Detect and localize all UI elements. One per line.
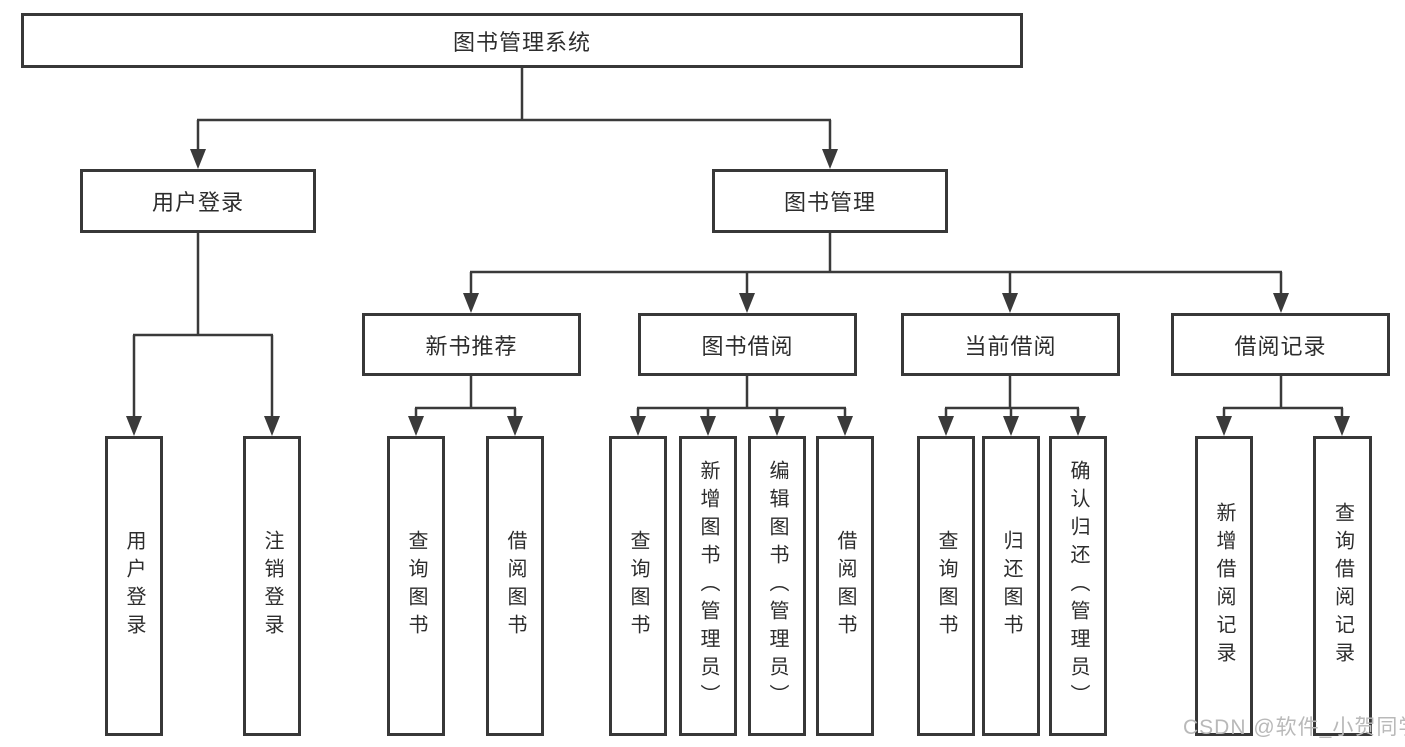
leaf-bb-edit-books-admin: 编辑图书（管理员） [748, 436, 806, 736]
node-label: 借阅图书 [504, 530, 526, 642]
node-label: 新增图书（管理员） [697, 460, 719, 712]
leaf-cb-confirm-return-admin: 确认归还（管理员） [1049, 436, 1107, 736]
node-library-management-system: 图书管理系统 [21, 13, 1023, 68]
leaf-cb-query-books: 查询图书 [917, 436, 975, 736]
leaf-br-add-record: 新增借阅记录 [1195, 436, 1253, 736]
node-label: 借阅记录 [1234, 333, 1327, 359]
leaf-br-query-record: 查询借阅记录 [1313, 436, 1372, 736]
node-label: 图书管理 [783, 190, 876, 215]
node-label: 图书管理系统 [452, 29, 591, 55]
leaf-nb-borrow-books: 借阅图书 [486, 436, 544, 736]
node-label: 查询借阅记录 [1331, 502, 1354, 670]
node-label: 归还图书 [1000, 530, 1022, 642]
leaf-cb-return-books: 归还图书 [982, 436, 1040, 736]
node-label: 新增借阅记录 [1213, 502, 1235, 670]
node-book-borrowing: 图书借阅 [638, 313, 857, 376]
leaf-bb-borrow-books: 借阅图书 [816, 436, 874, 736]
node-user-login: 用户登录 [80, 169, 316, 233]
leaf-bb-query-books: 查询图书 [609, 436, 667, 736]
csdn-watermark: CSDN @软件_小贺同学 [1183, 716, 1405, 739]
node-label: 确认归还（管理员） [1067, 460, 1089, 712]
node-book-management: 图书管理 [712, 169, 948, 233]
node-current-borrowing: 当前借阅 [901, 313, 1120, 376]
leaf-bb-add-books-admin: 新增图书（管理员） [679, 436, 737, 736]
node-label: 注销登录 [261, 530, 283, 642]
node-label: 查询图书 [627, 530, 649, 642]
node-label: 编辑图书（管理员） [766, 460, 788, 712]
node-label: 用户登录 [151, 190, 244, 215]
node-borrowing-records: 借阅记录 [1171, 313, 1390, 376]
node-label: 当前借阅 [964, 333, 1057, 359]
node-label: 用户登录 [123, 530, 145, 642]
leaf-logout: 注销登录 [243, 436, 301, 736]
node-new-book-recommend: 新书推荐 [362, 313, 581, 376]
node-label: 图书借阅 [701, 333, 794, 359]
node-label: 查询图书 [405, 530, 427, 642]
leaf-nb-query-books: 查询图书 [387, 436, 445, 736]
leaf-user-login: 用户登录 [105, 436, 163, 736]
node-label: 借阅图书 [834, 530, 856, 642]
node-label: 新书推荐 [425, 333, 518, 359]
node-label: 查询图书 [935, 530, 957, 642]
